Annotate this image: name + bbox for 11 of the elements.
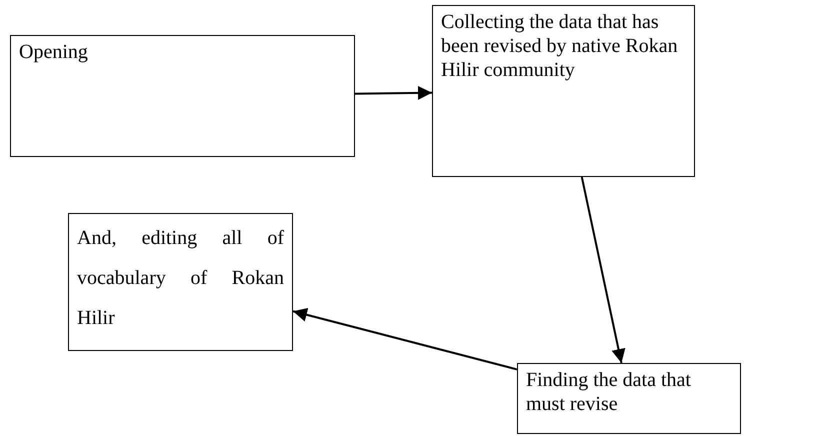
arrow <box>292 308 518 370</box>
process-box <box>10 35 355 157</box>
process-box <box>68 213 293 351</box>
arrow <box>354 86 432 100</box>
box-text: Finding the data that must revise <box>526 369 691 415</box>
process-box <box>432 5 695 177</box>
box-text: Collecting the data that has been revised by native Rokan Hilir community <box>441 11 678 81</box>
box-text: Opening <box>19 41 88 63</box>
box-text: And, editing all of vocabulary of Rokan Hilir <box>77 227 284 329</box>
arrow <box>580 176 626 364</box>
process-box <box>517 363 741 434</box>
